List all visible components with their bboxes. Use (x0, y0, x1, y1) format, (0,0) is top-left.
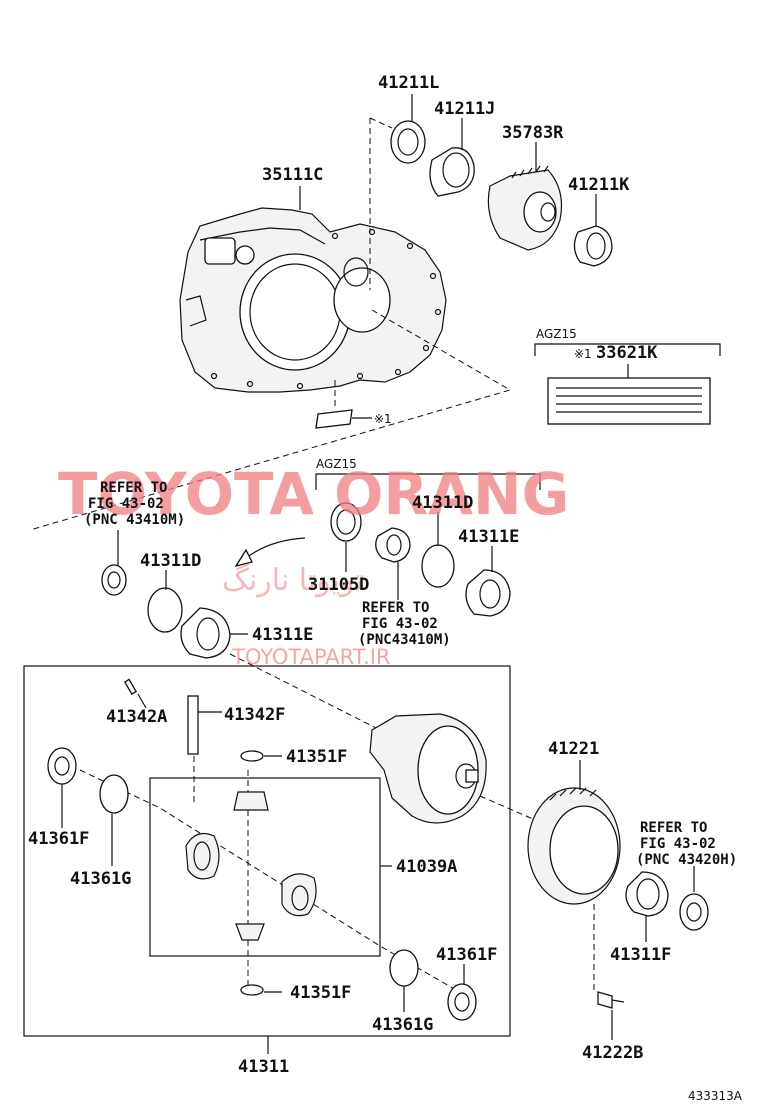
label-plate-group: AGZ15 ※1 (534, 327, 721, 425)
note-agz15-mid: AGZ15 (316, 457, 357, 471)
seal-refer-43410M[interactable] (375, 527, 411, 563)
oil-seal-31105D[interactable] (330, 502, 362, 542)
part-labels: 41211L 41211J 35783R 41211K 35111C 33621… (28, 73, 671, 1077)
watermark-persian: تویوتا نارنگ (222, 563, 364, 598)
label-35783R: 35783R (502, 123, 564, 143)
side-gear-right[interactable] (281, 873, 317, 917)
assembly-line (369, 117, 393, 129)
refer-right-line3: (PNC 43420H) (636, 852, 737, 868)
label-35111C: 35111C (262, 165, 323, 185)
label-41311D-right: 41311D (412, 493, 473, 513)
case-boss-round (235, 245, 255, 265)
shim-41311D-right[interactable] (421, 544, 455, 588)
ref-mark-label: ※1 (574, 347, 592, 361)
assembly-line (29, 309, 512, 531)
thrust-washer-41361G-right[interactable] (389, 949, 419, 987)
label-41361F-right: 41361F (436, 945, 497, 965)
refer-middle-line3: (PNC43410M) (358, 632, 451, 648)
label-41342A: 41342A (106, 707, 167, 727)
bearing-race-41211L[interactable] (390, 120, 426, 164)
counter-drive-group (299, 94, 613, 267)
label-41211J: 41211J (434, 99, 495, 119)
leader-line (137, 693, 147, 709)
pinion-gear-bottom[interactable] (235, 923, 265, 941)
label-41222B: 41222B (582, 1043, 643, 1063)
case-rib (199, 227, 326, 245)
refer-right-line1: REFER TO (640, 820, 707, 836)
case-bore-large (239, 253, 351, 371)
bearing-41311E-right[interactable] (465, 569, 511, 617)
note-agz15-top: AGZ15 (536, 327, 577, 341)
label-41311: 41311 (238, 1057, 289, 1077)
label-plate-icon (315, 409, 353, 429)
label-41039A: 41039A (396, 857, 457, 877)
differential-group (23, 653, 709, 1054)
label-41211L: 41211L (378, 73, 439, 93)
bearing-41311E-left[interactable] (180, 607, 231, 659)
kit-box-41039A (149, 777, 381, 957)
ref-mark-1: ※1 (374, 412, 392, 426)
bracket-line (534, 343, 721, 356)
pin-41342A[interactable] (123, 678, 137, 695)
label-41211K: 41211K (568, 175, 630, 195)
bolt-41222B[interactable] (597, 991, 613, 1009)
bearing-41211J[interactable] (429, 147, 475, 197)
label-41311E-right: 41311E (458, 527, 519, 547)
figure-code: 433313A (688, 1089, 743, 1103)
refer-middle-line2: FIG 43-02 (362, 616, 438, 632)
label-stripes (556, 387, 702, 413)
label-41311E-left: 41311E (252, 625, 313, 645)
label-41361F-left: 41361F (28, 829, 89, 849)
kit-box-41311 (23, 665, 511, 1037)
refer-notes: REFER TO FIG 43-02 (PNC 43410M) REFER TO… (84, 480, 737, 868)
side-gear-left[interactable] (185, 833, 220, 880)
washer-41351F-top[interactable] (240, 750, 264, 762)
case-bore-diff (333, 267, 391, 333)
caution-label-33621K[interactable] (547, 377, 711, 425)
thrust-washer-41361F-right[interactable] (447, 983, 477, 1021)
pinion-gear-top[interactable] (233, 791, 269, 811)
label-41361G-right: 41361G (372, 1015, 433, 1035)
refer-middle-line1: REFER TO (362, 600, 429, 616)
label-41342F: 41342F (224, 705, 285, 725)
direction-arrow (245, 537, 306, 559)
label-41311D-left: 41311D (140, 551, 201, 571)
watermark-main: TOYOTA ORANG (58, 460, 569, 528)
case-bolt-holes (210, 228, 442, 390)
label-33621K: 33621K (596, 343, 658, 363)
transaxle-case-group: ※1 (29, 117, 512, 531)
refer-left-line2: FIG 43-02 (88, 496, 164, 512)
case-flange (185, 295, 207, 327)
label-41311F: 41311F (610, 945, 671, 965)
arrow-head-icon (234, 548, 253, 568)
label-41351F-bottom: 41351F (290, 983, 351, 1003)
label-41361G-left: 41361G (70, 869, 131, 889)
shim-41311D-left[interactable] (147, 587, 183, 633)
seal-refer-43420H[interactable] (679, 893, 709, 931)
seal-refer-43410M-left[interactable] (101, 564, 127, 596)
pinion-shaft-41342F[interactable] (187, 695, 199, 755)
case-bore-small (343, 257, 369, 287)
refer-left-line1: REFER TO (100, 480, 167, 496)
watermark-site: TOYOTAPART.IR (231, 645, 391, 669)
thrust-washer-41361G-left[interactable] (99, 774, 129, 814)
case-boss (204, 237, 236, 265)
refer-left-line3: (PNC 43410M) (84, 512, 185, 528)
label-41351F-top: 41351F (286, 747, 347, 767)
thrust-washer-41361F-left[interactable] (47, 747, 77, 785)
refer-right-line2: FIG 43-02 (640, 836, 716, 852)
bracket-line (315, 473, 541, 490)
label-31105D: 31105D (308, 575, 369, 595)
bearing-41311F[interactable] (625, 871, 669, 917)
bearing-41211K[interactable] (573, 225, 613, 267)
watermark: TOYOTA ORANG تویوتا نارنگ TOYOTAPART.IR (58, 460, 569, 669)
washer-41351F-bottom[interactable] (240, 984, 264, 996)
label-41221: 41221 (548, 739, 599, 759)
middle-bearings-group: AGZ15 (101, 457, 541, 659)
